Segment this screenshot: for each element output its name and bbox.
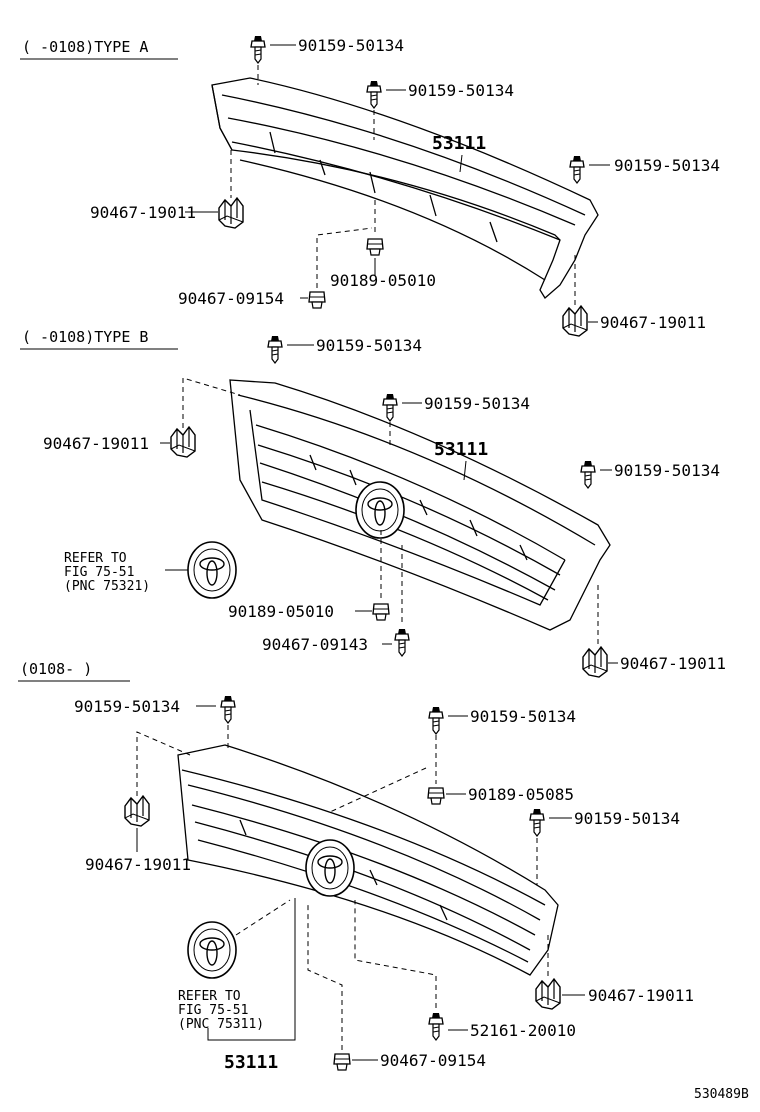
clip-icon xyxy=(124,795,150,827)
label-c-clip-right: 90467-19011 xyxy=(588,986,694,1005)
label-c-bolt-left: 90159-50134 xyxy=(74,697,180,716)
bolt-icon xyxy=(569,155,585,184)
clip-icon xyxy=(218,197,244,229)
bolt-icon xyxy=(366,80,382,109)
section-c-title: (0108- ) xyxy=(20,660,92,678)
clip-icon xyxy=(535,978,561,1010)
label-b-refer-2: FIG 75-51 xyxy=(64,565,134,580)
section-b-title: ( -0108)TYPE B xyxy=(22,328,148,346)
clip-bottom-icon xyxy=(394,628,410,657)
section-a-title: ( -0108)TYPE A xyxy=(22,38,148,56)
label-c-refer-2: FIG 75-51 xyxy=(178,1003,248,1018)
label-b-bolt-right: 90159-50134 xyxy=(614,461,720,480)
label-b-nut: 90189-05010 xyxy=(228,602,334,621)
grille-c xyxy=(177,744,559,976)
grille-b xyxy=(229,379,611,631)
label-b-bolt-mid: 90159-50134 xyxy=(424,394,530,413)
bolt-icon xyxy=(428,706,444,735)
clip-icon xyxy=(562,305,588,337)
label-b-clip-right: 90467-19011 xyxy=(620,654,726,673)
grille-a xyxy=(211,77,599,299)
clip-icon xyxy=(170,426,196,458)
label-c-refer-1: REFER TO xyxy=(178,989,241,1004)
clip-icon xyxy=(582,646,608,678)
label-c-bolt-top: 90159-50134 xyxy=(470,707,576,726)
label-c-bolt-right: 90159-50134 xyxy=(574,809,680,828)
label-a-clip-bottom: 90467-09154 xyxy=(178,289,284,308)
label-a-bolt-mid: 90159-50134 xyxy=(408,81,514,100)
label-a-clip-left: 90467-19011 xyxy=(90,203,196,222)
bolt-icon xyxy=(580,460,596,489)
label-c-grille: 53111 xyxy=(224,1052,278,1073)
label-a-nut: 90189-05010 xyxy=(330,271,436,290)
nut-icon xyxy=(427,787,445,805)
bolt-icon xyxy=(382,393,398,422)
emblem-icon xyxy=(187,921,237,979)
screw-icon xyxy=(428,1012,444,1041)
emblem-icon xyxy=(187,541,237,599)
label-c-nut: 90189-05085 xyxy=(468,785,574,804)
emblem-icon xyxy=(355,481,405,539)
label-c-screw: 52161-20010 xyxy=(470,1021,576,1040)
bolt-icon xyxy=(529,808,545,837)
label-b-refer-1: REFER TO xyxy=(64,551,127,566)
label-b-refer-3: (PNC 75321) xyxy=(64,579,150,594)
figure-id: 530489B xyxy=(694,1087,749,1102)
clip-bottom-icon xyxy=(308,291,326,309)
bolt-icon xyxy=(250,35,266,64)
label-b-clip-bottom: 90467-09143 xyxy=(262,635,368,654)
label-b-grille: 53111 xyxy=(434,439,488,460)
label-a-grille: 53111 xyxy=(432,133,486,154)
label-b-clip-left: 90467-19011 xyxy=(43,434,149,453)
bolt-icon xyxy=(220,695,236,724)
label-c-refer-3: (PNC 75311) xyxy=(178,1017,264,1032)
label-a-bolt-right: 90159-50134 xyxy=(614,156,720,175)
label-a-bolt-top: 90159-50134 xyxy=(298,36,404,55)
emblem-icon xyxy=(305,839,355,897)
label-c-clip-left: 90467-19011 xyxy=(85,855,191,874)
label-c-clip-bottom: 90467-09154 xyxy=(380,1051,486,1070)
clip-bottom-icon xyxy=(333,1053,351,1071)
nut-icon xyxy=(372,603,390,621)
bolt-icon xyxy=(267,335,283,364)
label-b-bolt-top: 90159-50134 xyxy=(316,336,422,355)
nut-icon xyxy=(366,238,384,256)
label-a-clip-right: 90467-19011 xyxy=(600,313,706,332)
